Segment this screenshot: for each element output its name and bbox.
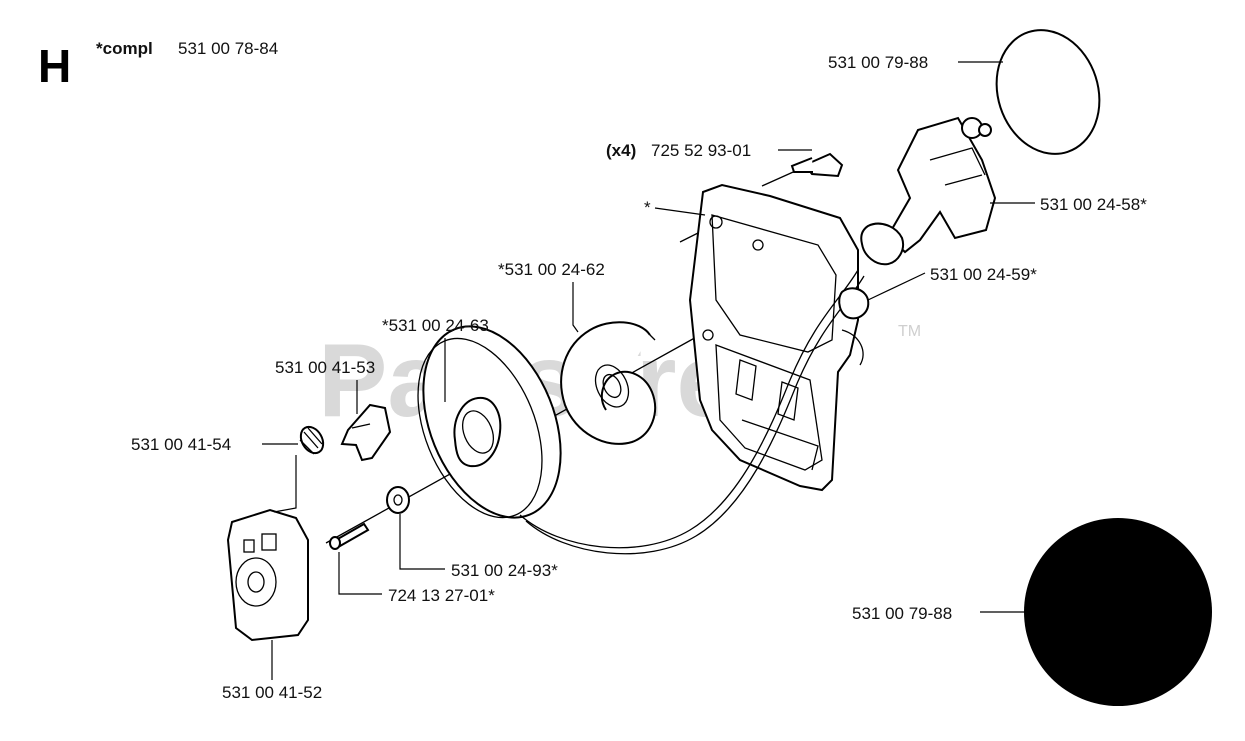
recoil-spring	[560, 321, 657, 445]
seal-ring-outline	[995, 29, 1101, 155]
callout-screw: 725 52 93-01	[651, 141, 751, 160]
starter-handle	[838, 116, 997, 320]
callout-rope: 531 00 24-59*	[930, 265, 1037, 284]
callout-handle: 531 00 24-58*	[1040, 195, 1147, 214]
drive-hub	[226, 508, 309, 642]
pawl-spring	[299, 425, 325, 455]
starter-rope-outline	[525, 275, 865, 555]
callout-hub: 531 00 41-52	[222, 683, 322, 702]
starter-rope	[519, 269, 859, 549]
watermark-trademark: TM	[898, 323, 921, 340]
callout-housing-marker: *	[644, 198, 651, 217]
starter-housing	[688, 183, 864, 492]
seal-disc-solid	[1024, 518, 1212, 706]
callout-seal-bottom: 531 00 79-88	[852, 604, 952, 623]
callout-pulley: *531 00 24-63	[382, 316, 489, 335]
assembly-prefix: *compl	[96, 39, 153, 58]
callout-pawl-spring: 531 00 41-54	[131, 435, 231, 454]
assembly-number: 531 00 78-84	[178, 39, 278, 58]
callout-leader-lines	[262, 61, 1035, 680]
ratchet-pawl	[340, 403, 392, 462]
washer	[386, 486, 410, 514]
housing-screw	[790, 152, 844, 178]
pulley-screw	[329, 522, 370, 550]
callout-washer: 531 00 24-93*	[451, 561, 558, 580]
callout-spring: *531 00 24-62	[498, 260, 605, 279]
washer-hole	[393, 494, 403, 506]
rope-pulley	[417, 325, 562, 519]
callout-pawl: 531 00 41-53	[275, 358, 375, 377]
section-letter: H	[38, 40, 71, 92]
callout-seal-top: 531 00 79-88	[828, 53, 928, 72]
callout-pulley-screw: 724 13 27-01*	[388, 586, 495, 605]
callout-screw-qty: (x4)	[606, 141, 636, 160]
